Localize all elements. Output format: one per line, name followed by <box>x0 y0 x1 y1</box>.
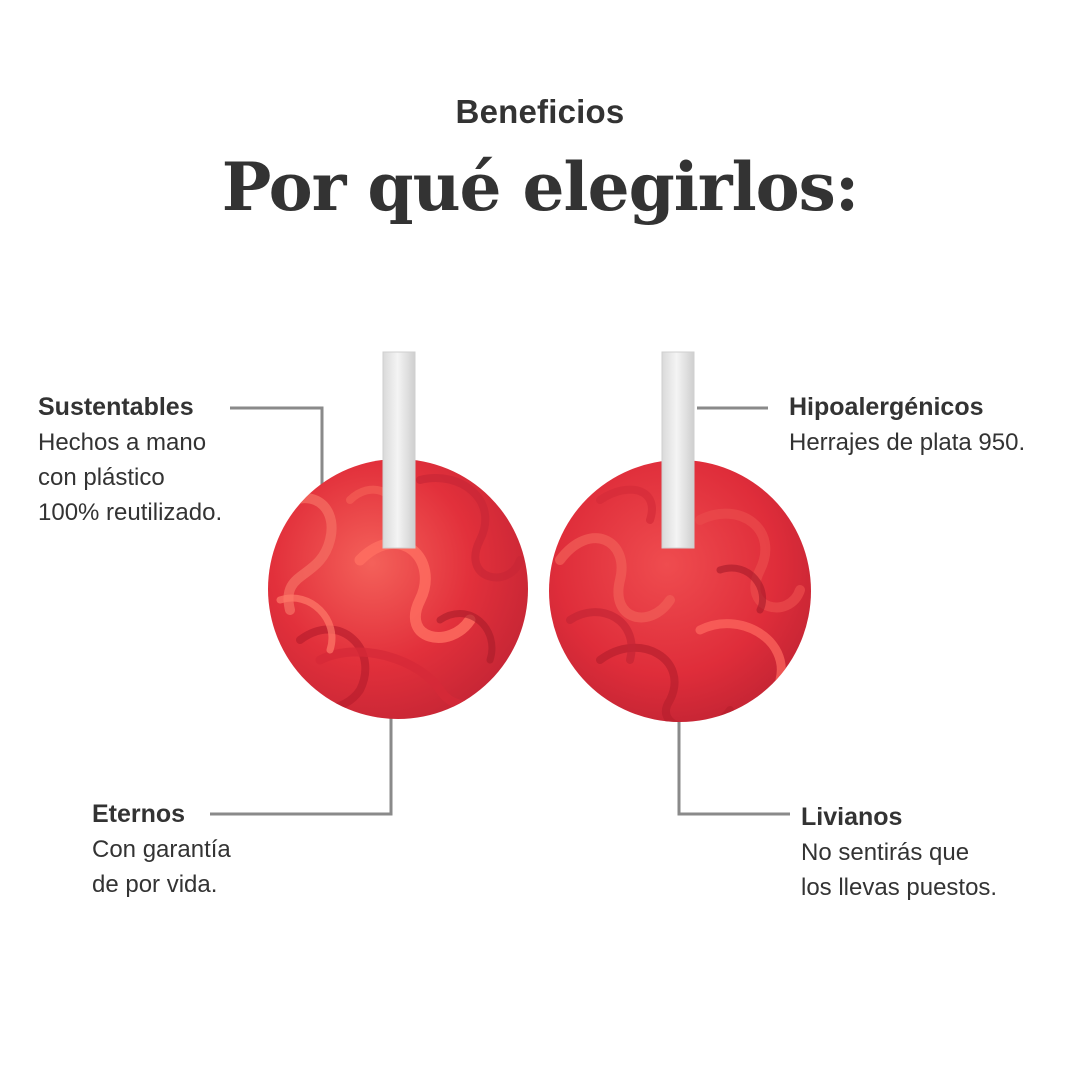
feature-description-line: de por vida. <box>92 871 218 898</box>
left-earring <box>268 351 528 719</box>
right-earring <box>549 351 811 722</box>
feature-description-line: con plástico <box>38 464 165 491</box>
leader-line-livianos <box>677 720 790 816</box>
leader-lines <box>210 406 790 816</box>
feature-description-line: 100% reutilizado. <box>38 499 223 526</box>
left-silver-bar <box>382 351 416 549</box>
feature-livianos: Livianos No sentirás que los llevas pues… <box>801 800 997 905</box>
feature-description-line: Con garantía <box>92 836 231 863</box>
leader-line-sustentables <box>230 406 324 490</box>
feature-description-line: Herrajes de plata 950. <box>789 429 1026 456</box>
page-title: Por qué elegirlos: <box>221 148 859 226</box>
feature-title: Eternos <box>92 800 186 828</box>
eyebrow-heading: Beneficios <box>455 93 625 130</box>
feature-description-line: Hechos a mano <box>38 429 207 456</box>
feature-sustentables: Sustentables Hechos a mano con plástico … <box>38 390 222 530</box>
feature-eternos: Eternos Con garantía de por vida. <box>92 797 231 902</box>
feature-hipoalergenicos: Hipoalergénicos Herrajes de plata 950. <box>789 390 1025 460</box>
feature-description-line: No sentirás que <box>801 839 970 866</box>
right-silver-bar <box>661 351 695 549</box>
feature-description-line: los llevas puestos. <box>801 874 998 901</box>
leader-line-eternos <box>210 718 393 816</box>
feature-title: Hipoalergénicos <box>789 393 984 421</box>
feature-title: Livianos <box>801 803 903 831</box>
feature-title: Sustentables <box>38 393 194 421</box>
